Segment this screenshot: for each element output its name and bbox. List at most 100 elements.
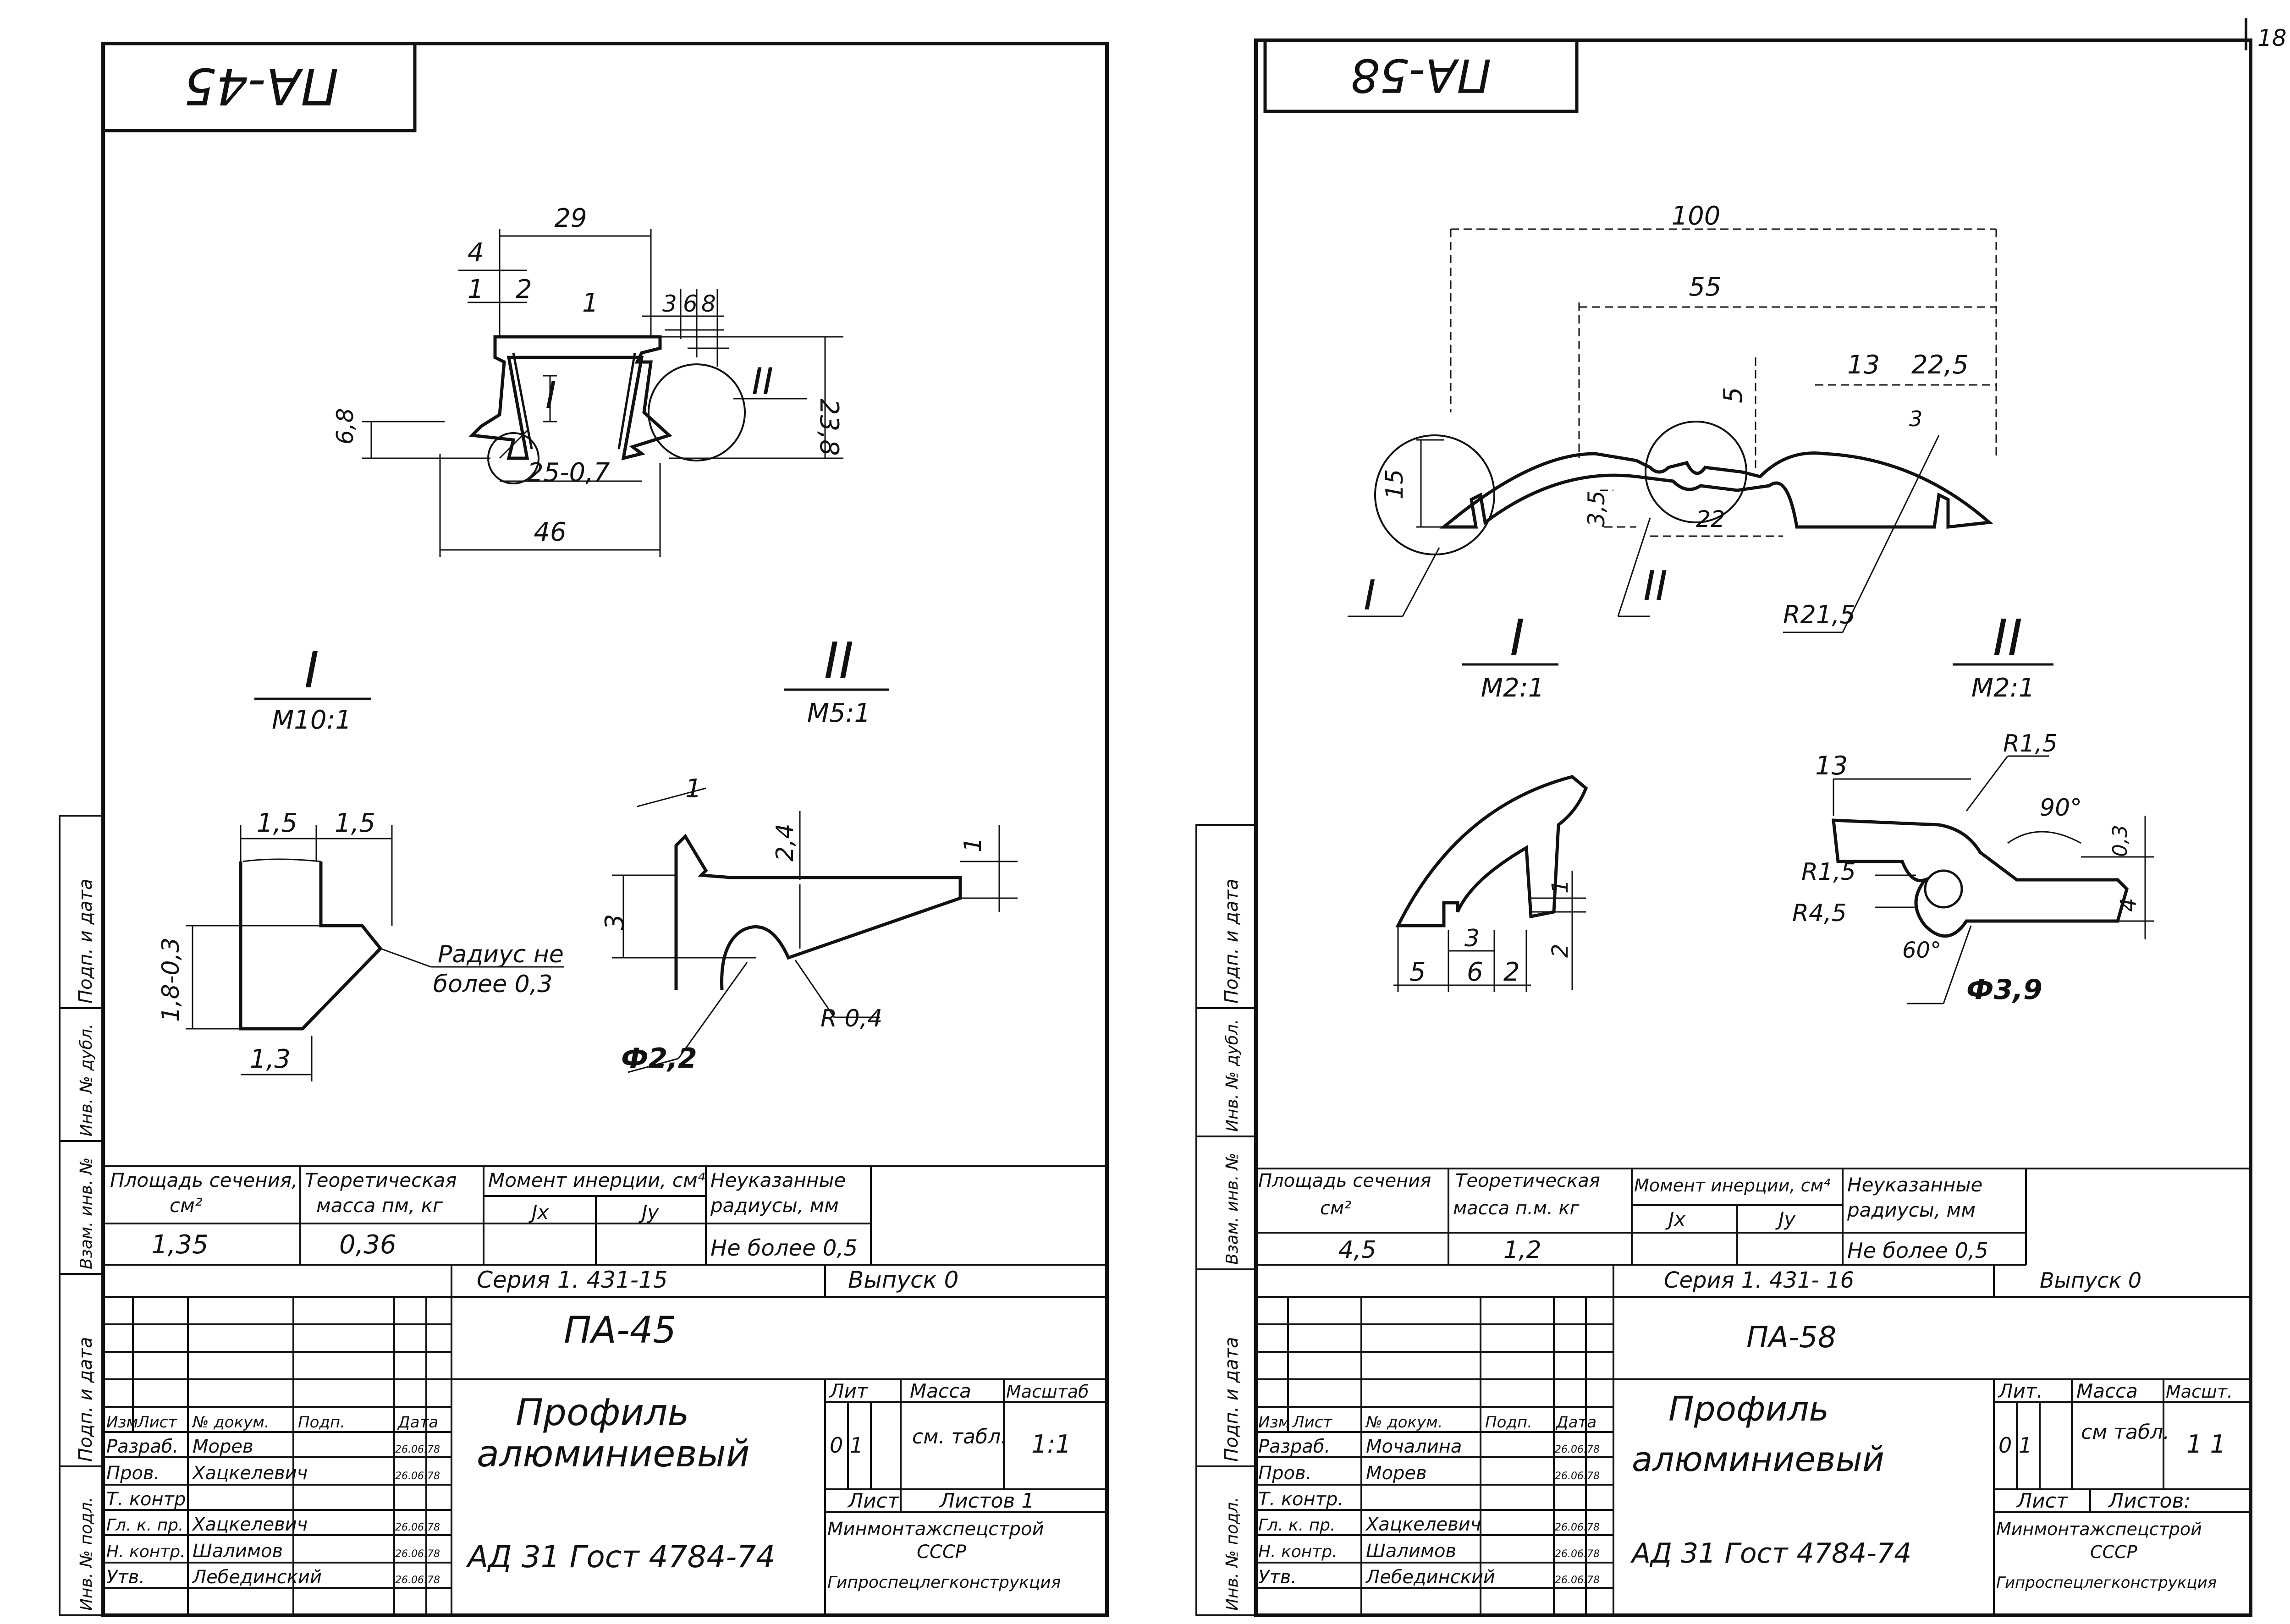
svg-text:13: 13 <box>1815 751 1848 781</box>
svg-text:4: 4 <box>2116 898 2141 912</box>
svg-text:Масса: Масса <box>2076 1380 2138 1402</box>
dim-46: 46 <box>534 517 566 547</box>
svg-text:22,5: 22,5 <box>1911 350 1969 380</box>
dim-8: 8 <box>701 291 716 317</box>
dim-1: 1 <box>468 274 484 304</box>
dim-6: 6 <box>683 291 698 317</box>
area-value: 1,35 <box>151 1230 209 1260</box>
svg-text:Минмонтажспецстрой: Минмонтажспецстрой <box>1996 1519 2202 1539</box>
svg-text:Лебединский: Лебединский <box>1365 1567 1495 1588</box>
svg-text:Разраб.: Разраб. <box>106 1436 178 1457</box>
dim-6-8: 6,8 <box>332 408 358 444</box>
svg-text:Хацкелевич: Хацкелевич <box>192 1463 308 1484</box>
series-label: Серия 1. 431-15 <box>477 1267 668 1293</box>
svg-text:Инв. № подл.: Инв. № подл. <box>1223 1497 1242 1611</box>
svg-text:Гл. к. пр.: Гл. к. пр. <box>106 1516 183 1535</box>
radii-value: Не более 0,5 <box>710 1235 858 1261</box>
svg-text:Гипроспецлегконструкция: Гипроспецлегконструкция <box>1996 1574 2217 1592</box>
svg-text:1: 1 <box>959 837 987 852</box>
issue-label: Выпуск 0 <box>848 1267 958 1293</box>
svg-text:Разраб.: Разраб. <box>1258 1436 1330 1457</box>
name-line-1: Профиль <box>516 1391 689 1434</box>
sheet-pa58: ПА-58 <box>1195 38 2252 1617</box>
svg-text:26.06.78: 26.06.78 <box>395 1548 440 1560</box>
svg-text:26.06.78: 26.06.78 <box>1555 1444 1600 1455</box>
svg-text:Ф2,2: Ф2,2 <box>621 1042 697 1075</box>
svg-text:Радиус не: Радиус не <box>438 941 564 968</box>
profile-pa58-labels: 100 55 13 22,5 5 3 15 3,5 22 R21,5 I II <box>1364 201 1969 629</box>
svg-text:ПА-58: ПА-58 <box>1746 1321 1836 1355</box>
svg-text:26.06.78: 26.06.78 <box>1555 1522 1600 1533</box>
svg-text:АД 31 Гост 4784-74: АД 31 Гост 4784-74 <box>1630 1537 1911 1569</box>
svg-text:радиусы, мм: радиусы, мм <box>1847 1199 1976 1221</box>
svg-text:Взам. инв. №: Взам. инв. № <box>1223 1153 1242 1265</box>
svg-text:СССР: СССР <box>917 1542 967 1563</box>
svg-text:Подп. и дата: Подп. и дата <box>75 879 96 1004</box>
svg-text:1,5: 1,5 <box>335 808 375 838</box>
profile-pa58-dims <box>1450 228 1997 537</box>
svg-text:55: 55 <box>1689 272 1721 302</box>
svg-text:Неуказанные: Неуказанные <box>710 1169 846 1191</box>
profile-pa58-drawing <box>1374 421 1993 555</box>
props-table-pa45: Площадь сечения, см² Теоретическая масса… <box>103 1165 1107 1266</box>
svg-text:Лист: Лист <box>847 1489 900 1513</box>
svg-text:Лит: Лит <box>829 1380 869 1402</box>
svg-text:Н. контр.: Н. контр. <box>106 1542 186 1561</box>
svg-text:I: I <box>304 641 319 699</box>
svg-text:3: 3 <box>1464 925 1480 952</box>
svg-text:Изм: Изм <box>106 1413 138 1432</box>
svg-text:М2:1: М2:1 <box>1481 673 1544 703</box>
svg-text:Подп. и дата: Подп. и дата <box>75 1337 96 1462</box>
svg-text:Хацкелевич: Хацкелевич <box>1365 1514 1481 1535</box>
svg-text:Н. контр.: Н. контр. <box>1258 1542 1338 1561</box>
svg-text:26.06.78: 26.06.78 <box>1555 1575 1600 1586</box>
svg-text:см²: см² <box>170 1194 203 1217</box>
dim-23-8: 23,8 <box>814 399 844 456</box>
sheet-code-tab: ПА-45 <box>184 57 339 115</box>
svg-text:26.06.78: 26.06.78 <box>395 1444 440 1455</box>
svg-text:1: 1 <box>685 774 702 804</box>
detail-II-pa45: II М5:1 1 2,4 3 1 Ф <box>600 631 1018 1075</box>
side-strip-pa58: Подп. и дата Инв. № дубл. Взам. инв. № П… <box>1195 824 1257 1616</box>
svg-text:Утв.: Утв. <box>1258 1567 1297 1588</box>
svg-text:26.06.78: 26.06.78 <box>395 1575 440 1586</box>
svg-text:1,3: 1,3 <box>250 1044 291 1074</box>
svg-text:Гл. к. пр.: Гл. к. пр. <box>1258 1516 1335 1535</box>
profile-pa45-drawing <box>468 335 746 484</box>
svg-text:5: 5 <box>1718 387 1748 403</box>
svg-text:R1,5: R1,5 <box>2003 730 2058 757</box>
svg-text:Гипроспецлегконструкция: Гипроспецлегконструкция <box>827 1573 1061 1592</box>
svg-text:Дата: Дата <box>397 1413 438 1432</box>
svg-text:Выпуск 0: Выпуск 0 <box>2040 1268 2141 1293</box>
svg-text:Пров.: Пров. <box>106 1463 160 1484</box>
svg-text:Подп.: Подп. <box>1485 1413 1532 1432</box>
svg-text:II: II <box>824 631 854 690</box>
dim-2: 2 <box>516 274 532 304</box>
stamp-pa45: Серия 1. 431-15 Выпуск 0 ПА-45 Профиль а… <box>103 1264 1107 1615</box>
svg-text:№ докум.: № докум. <box>192 1413 270 1432</box>
mark-II: II <box>752 360 773 403</box>
svg-text:I: I <box>1510 609 1525 667</box>
svg-text:Масса: Масса <box>910 1380 971 1402</box>
svg-text:масса п.м. кг: масса п.м. кг <box>1453 1198 1580 1219</box>
svg-text:Ф3,9: Ф3,9 <box>1966 974 2042 1006</box>
dim-25: 25-0,7 <box>527 458 610 488</box>
svg-text:Минмонтажспецстрой: Минмонтажспецстрой <box>827 1519 1044 1540</box>
svg-text:М2:1: М2:1 <box>1971 673 2035 703</box>
dim-3: 3 <box>662 291 677 317</box>
sheet-pa45: ПА-45 <box>59 42 1109 1617</box>
svg-text:60°: 60° <box>1902 938 1941 963</box>
svg-text:3: 3 <box>600 914 630 930</box>
svg-text:Jy: Jy <box>1775 1208 1796 1230</box>
svg-text:26.06.78: 26.06.78 <box>1555 1548 1600 1560</box>
svg-text:1: 1 <box>1547 879 1573 894</box>
svg-text:Масшт.: Масшт. <box>2166 1382 2233 1402</box>
svg-text:0,3: 0,3 <box>2108 825 2132 857</box>
svg-text:R21,5: R21,5 <box>1783 600 1855 629</box>
svg-text:2: 2 <box>1547 944 1573 958</box>
svg-text:15: 15 <box>1381 469 1409 499</box>
svg-text:Неуказанные: Неуказанные <box>1847 1174 1982 1196</box>
stamp-pa58: Серия 1. 431- 16 Выпуск 0 ПА-58 Профиль … <box>1256 1265 2251 1615</box>
svg-text:Мочалина: Мочалина <box>1366 1436 1462 1457</box>
svg-text:Инв. № дубл.: Инв. № дубл. <box>1223 1019 1242 1132</box>
